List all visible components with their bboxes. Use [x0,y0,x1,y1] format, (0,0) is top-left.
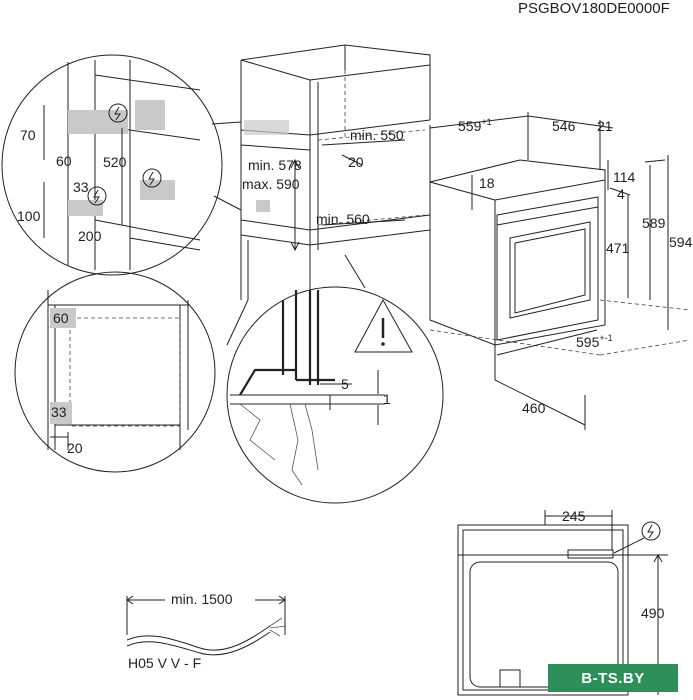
dim-max-590: max. 590 [242,176,300,192]
cable-drawing [126,595,287,656]
back-view-drawing [457,510,668,696]
dim-4: 4 [617,186,625,202]
dim-min-1500: min. 1500 [171,591,233,607]
dim-33-top: 33 [73,179,89,195]
dim-min-550: min. 550 [350,127,404,143]
dim-70: 70 [20,127,36,143]
dim-559: 559+1 [458,117,492,134]
oven-drawing [429,112,691,430]
detail-circle-center [226,254,444,504]
dim-33-left: 33 [51,404,67,420]
dim-21: 21 [597,118,613,134]
dim-5: 5 [341,376,349,392]
dim-589: 589 [642,215,666,231]
dim-114: 114 [613,169,636,185]
dim-min-578: min. 578 [248,157,302,173]
dim-546: 546 [552,118,576,134]
dim-min-560: min. 560 [316,211,370,227]
dim-460: 460 [522,400,546,416]
dim-100: 100 [17,208,41,224]
dim-20-left: 20 [67,440,83,456]
dim-60-left: 60 [53,310,69,326]
detail-circle-left [14,271,216,473]
dim-471: 471 [606,240,630,256]
dim-520: 520 [103,154,127,170]
cabinet-drawing [240,44,431,300]
watermark-badge: B-TS.BY [548,664,678,692]
dim-18: 18 [479,175,495,191]
dim-490: 490 [641,605,665,621]
dim-1: 1 [383,391,391,407]
dim-595: 595+-1 [576,333,613,350]
dim-20-cabinet: 20 [348,154,364,170]
detail-circle-top [1,54,242,276]
dim-60-top: 60 [56,153,72,169]
dim-594: 594 [669,234,693,250]
cable-type: H05 V V - F [128,655,201,671]
dim-245: 245 [562,508,586,524]
product-code: PSGBOV180DE0000F [518,0,670,17]
dim-200: 200 [78,228,102,244]
